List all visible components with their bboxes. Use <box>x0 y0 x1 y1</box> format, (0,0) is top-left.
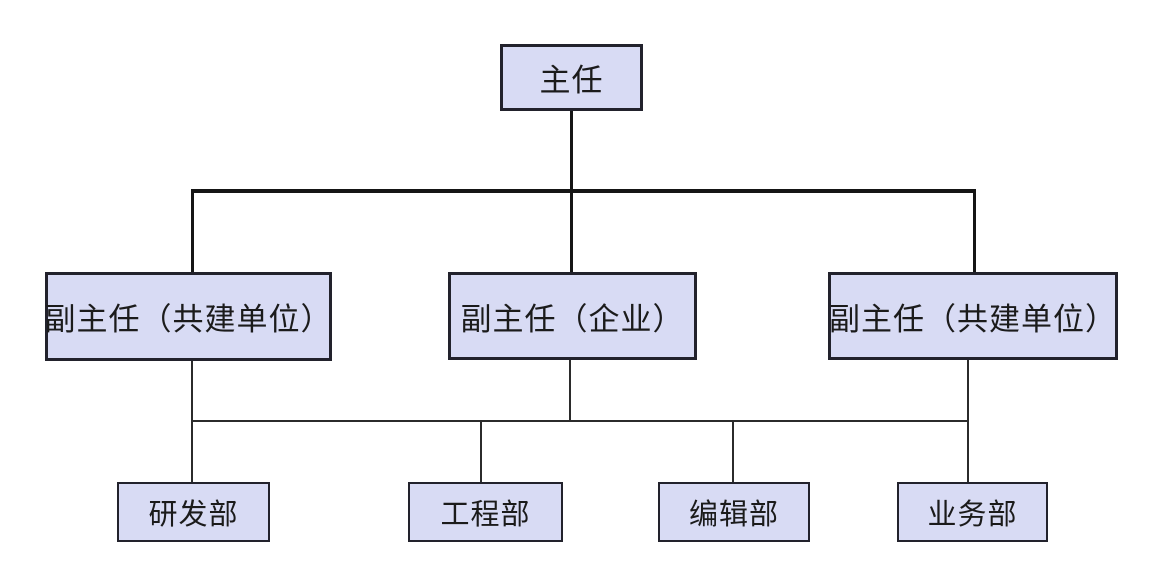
node-deputy-left-label: 副主任（共建单位） <box>44 302 333 337</box>
node-dept-rd: 研发部 <box>117 482 270 542</box>
connector-deputy-center-drop <box>569 360 571 422</box>
connector-tier1-left-drop <box>191 189 194 272</box>
node-director: 主任 <box>500 44 643 111</box>
node-deputy-right: 副主任（共建单位） <box>828 272 1118 360</box>
node-deputy-left: 副主任（共建单位） <box>45 272 332 361</box>
connector-tier1-horizontal <box>191 189 976 193</box>
node-deputy-center-label: 副主任（企业） <box>460 301 685 337</box>
connector-engineering-drop <box>480 420 482 482</box>
node-dept-editorial-label: 编辑部 <box>688 499 779 531</box>
node-dept-business: 业务部 <box>897 482 1048 542</box>
node-dept-rd-label: 研发部 <box>148 499 239 531</box>
node-dept-business-label: 业务部 <box>927 499 1018 531</box>
node-director-label: 主任 <box>539 63 604 98</box>
connector-editorial-drop <box>732 420 734 482</box>
node-dept-engineering-label: 工程部 <box>440 499 531 531</box>
node-dept-editorial: 编辑部 <box>658 482 810 542</box>
node-deputy-center: 副主任（企业） <box>448 272 697 360</box>
node-dept-engineering: 工程部 <box>408 482 563 542</box>
connector-tier2-horizontal <box>191 420 969 422</box>
connector-tier1-right-drop <box>973 189 976 272</box>
node-deputy-right-label: 副主任（共建单位） <box>829 301 1117 337</box>
